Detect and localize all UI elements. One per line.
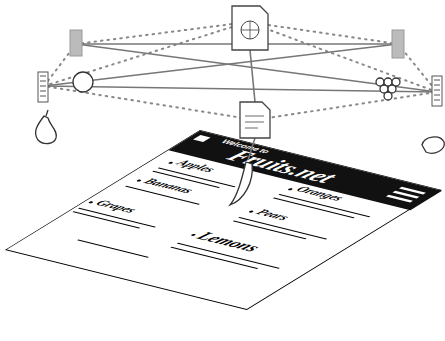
- fruit-list-item: Pears: [253, 208, 292, 222]
- text-lines: [41, 163, 369, 285]
- site-name: Fruits.net: [222, 147, 343, 185]
- web-page-body: ApplesOrangesBananasPearsGrapesLemonsWel…: [5, 130, 442, 310]
- logo-icon: [193, 135, 211, 142]
- menu-icon: [387, 188, 424, 202]
- documents: [232, 6, 270, 138]
- fruit-icons: [36, 72, 445, 205]
- page-decoration: [5, 130, 442, 310]
- web-page: ApplesOrangesBananasPearsGrapesLemonsWel…: [5, 130, 442, 310]
- solid-links: [44, 44, 437, 160]
- fruit-list-item: Grapes: [93, 198, 140, 214]
